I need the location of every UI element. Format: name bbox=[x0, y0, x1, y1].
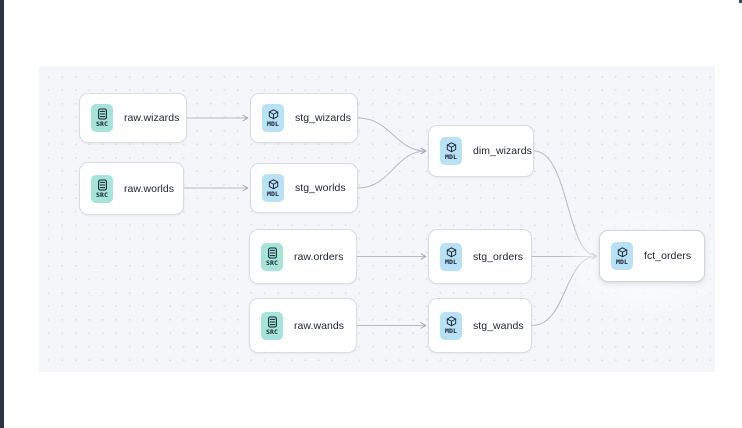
node-label: raw.wands bbox=[294, 319, 345, 332]
node-label: dim_wizards bbox=[473, 145, 532, 157]
lineage-node-raw-worlds[interactable]: SRC raw.worlds bbox=[79, 162, 184, 215]
model-badge: MDL bbox=[440, 137, 462, 165]
cube-icon bbox=[268, 108, 278, 119]
lineage-canvas[interactable]: SRC raw.wizards SRC raw.worlds bbox=[39, 66, 715, 372]
node-label: raw.orders bbox=[294, 250, 344, 263]
badge-kind-label: MDL bbox=[615, 257, 629, 266]
cube-icon bbox=[446, 141, 456, 152]
source-badge: SRC bbox=[261, 242, 283, 271]
lineage-node-stg-wands[interactable]: MDL stg_wands bbox=[428, 298, 532, 353]
badge-kind-label: MDL bbox=[444, 152, 458, 161]
badge-kind-label: SRC bbox=[265, 258, 279, 267]
lineage-node-fct-orders[interactable]: MDL fct_orders bbox=[599, 230, 705, 282]
lineage-node-stg-orders[interactable]: MDL stg_orders bbox=[428, 229, 532, 284]
database-icon bbox=[97, 178, 107, 191]
cube-icon bbox=[617, 246, 627, 257]
database-icon bbox=[97, 108, 107, 120]
cube-icon bbox=[446, 247, 456, 258]
edge-stg-wizards-dim-wizards bbox=[357, 117, 427, 155]
model-badge: MDL bbox=[262, 174, 284, 202]
badge-kind-label: SRC bbox=[95, 190, 109, 199]
cube-icon bbox=[446, 316, 456, 327]
badge-kind-label: SRC bbox=[95, 120, 109, 128]
badge-kind-label: MDL bbox=[266, 189, 280, 198]
badge-kind-label: MDL bbox=[444, 327, 458, 335]
lineage-node-raw-orders[interactable]: SRC raw.orders bbox=[249, 229, 357, 284]
badge-kind-label: SRC bbox=[265, 327, 279, 336]
database-icon bbox=[267, 246, 277, 259]
model-badge: MDL bbox=[440, 311, 462, 340]
lineage-node-raw-wizards[interactable]: SRC raw.wizards bbox=[79, 93, 187, 143]
lineage-node-stg-worlds[interactable]: MDL stg_worlds bbox=[250, 163, 358, 213]
edge-stg-worlds-dim-wizards bbox=[357, 147, 427, 189]
node-label: raw.wizards bbox=[124, 112, 180, 124]
lineage-node-dim-wizards[interactable]: MDL dim_wizards bbox=[428, 125, 534, 177]
source-badge: SRC bbox=[91, 174, 113, 203]
node-label: raw.worlds bbox=[124, 182, 175, 195]
lineage-node-raw-wands[interactable]: SRC raw.wands bbox=[249, 298, 357, 353]
cube-icon bbox=[268, 178, 278, 189]
model-badge: MDL bbox=[611, 242, 633, 270]
top-right-corner-mark bbox=[739, 0, 742, 3]
left-dark-rail bbox=[0, 0, 4, 428]
badge-kind-label: MDL bbox=[444, 258, 458, 266]
lineage-node-stg-wizards[interactable]: MDL stg_wizards bbox=[250, 93, 358, 143]
model-badge: MDL bbox=[262, 104, 284, 132]
database-icon bbox=[267, 315, 277, 328]
model-badge: MDL bbox=[440, 242, 462, 271]
source-badge: SRC bbox=[261, 311, 283, 340]
node-label: stg_wands bbox=[473, 319, 524, 332]
node-label: stg_wizards bbox=[295, 112, 351, 124]
badge-kind-label: MDL bbox=[266, 119, 280, 128]
node-label: stg_worlds bbox=[295, 182, 346, 194]
source-badge: SRC bbox=[91, 104, 113, 132]
node-label: fct_orders bbox=[644, 250, 692, 262]
node-label: stg_orders bbox=[473, 250, 524, 263]
